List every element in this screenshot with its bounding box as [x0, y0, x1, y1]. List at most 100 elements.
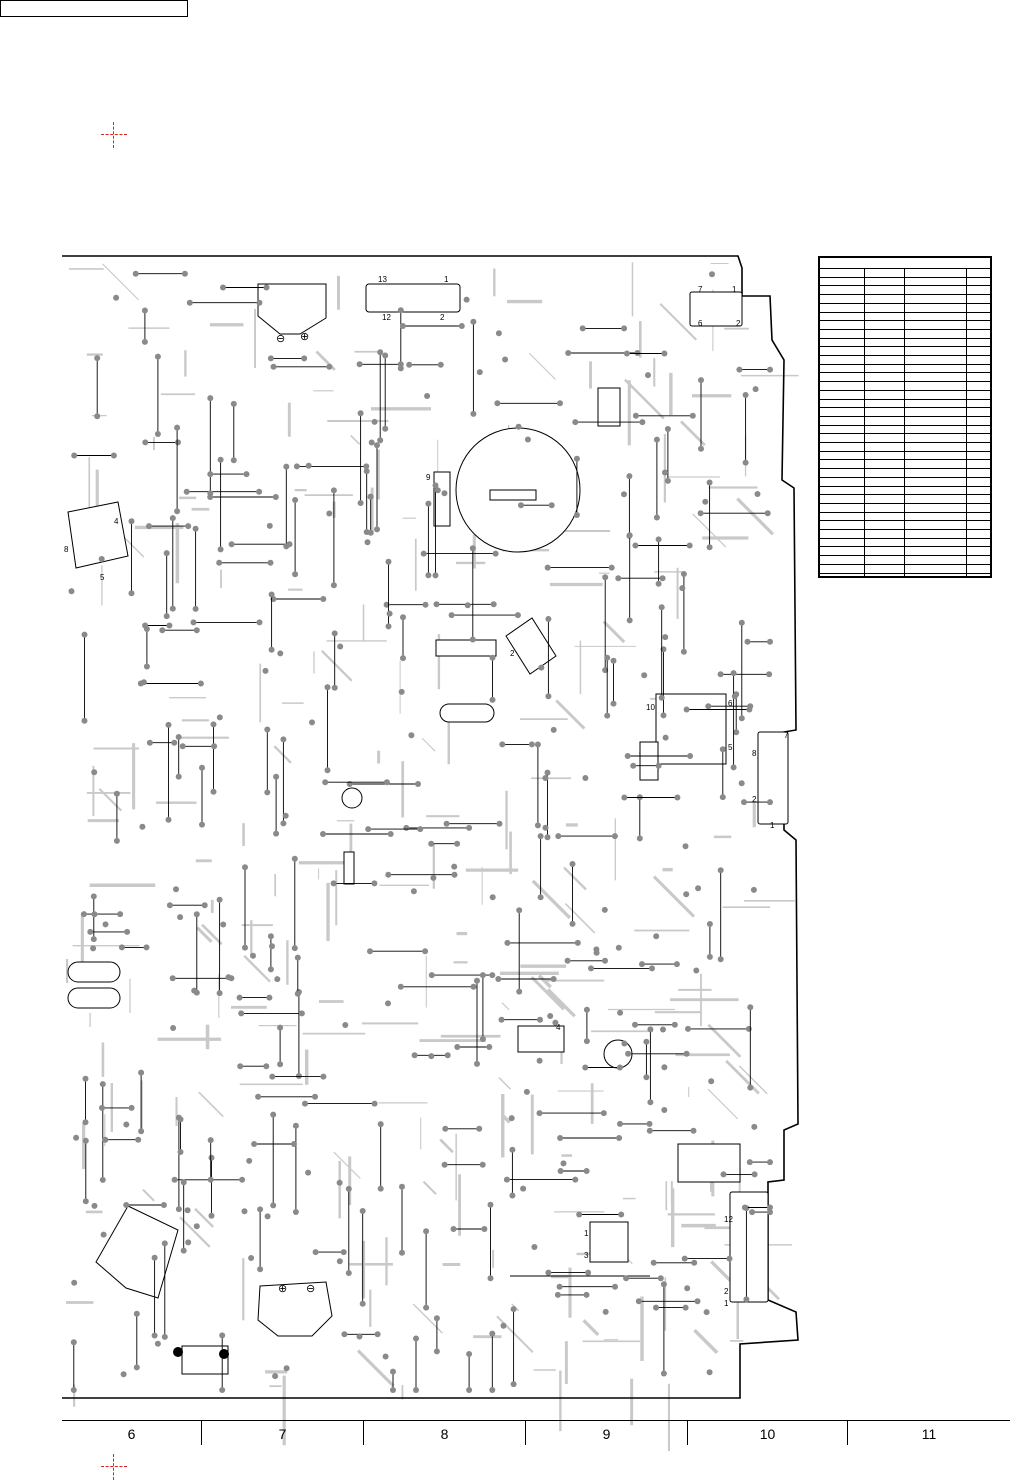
solder-pad [583, 1291, 590, 1298]
solder-pad [649, 965, 655, 972]
trace-segment [412, 1303, 443, 1334]
solder-pad [117, 911, 124, 918]
solder-pad [160, 1202, 167, 1208]
solder-pad [216, 896, 223, 903]
solder-pad [70, 1339, 77, 1346]
solder-pad [71, 452, 78, 459]
solder-pad [747, 1004, 754, 1011]
solder-pad [192, 605, 199, 612]
solder-pad [706, 544, 713, 551]
solder-pad [166, 902, 173, 909]
trace-segment [196, 926, 213, 944]
solder-pad [593, 946, 600, 953]
solder-pad [201, 902, 208, 909]
solder-pad [336, 1258, 343, 1265]
solder-pad [192, 525, 199, 532]
solder-pad [411, 1052, 418, 1059]
solder-pad [239, 1176, 246, 1183]
solder-pad [617, 1120, 623, 1127]
solder-pad [653, 1304, 659, 1311]
solder-pad [466, 1351, 473, 1357]
solder-pad [291, 855, 298, 862]
solder-pad [298, 1010, 305, 1017]
solder-pad [408, 732, 415, 739]
solder-pad [267, 933, 274, 940]
solder-pad [113, 790, 120, 797]
reference-table-row [820, 433, 990, 435]
solder-pad [207, 471, 214, 478]
cn-bottom-right-pin-2: 2 [724, 1287, 729, 1296]
solder-pad [400, 614, 406, 621]
solder-pad [283, 1365, 290, 1372]
cn-top-left-pin-13: 13 [378, 275, 387, 284]
solder-pad [385, 623, 392, 630]
solder-pad [413, 1387, 419, 1393]
solder-pad [490, 601, 497, 608]
solder-pad [397, 307, 404, 314]
solder-pad [437, 361, 444, 368]
solder-pad [537, 894, 544, 901]
solder-pad [479, 972, 486, 979]
trace-segment [439, 1138, 454, 1154]
solder-pad [177, 914, 184, 921]
part-pin-3: 3 [584, 1251, 589, 1260]
solder-pad [257, 1266, 264, 1273]
solder-pad [302, 1100, 308, 1107]
solder-pad [544, 769, 551, 776]
solder-pad [267, 355, 274, 362]
solder-pad [680, 648, 687, 655]
solder-pad [425, 572, 432, 579]
solder-pad [499, 741, 506, 748]
solder-pad [504, 939, 511, 946]
solder-pad [694, 1298, 701, 1305]
solder-pad [377, 1121, 384, 1128]
solder-pad [621, 325, 628, 332]
solder-pad [767, 638, 773, 645]
trace-segment [194, 1207, 215, 1228]
solder-pad [312, 1093, 318, 1100]
solder-pad [660, 1026, 666, 1033]
solder-pad [565, 350, 572, 356]
solder-pad [363, 463, 370, 470]
solder-pad [330, 487, 337, 494]
solder-pad [686, 542, 693, 549]
solder-pad [216, 990, 223, 997]
solder-pad [639, 419, 646, 426]
reference-table-row [820, 320, 990, 322]
solder-pad [251, 1141, 258, 1147]
solder-pad [186, 299, 193, 306]
solder-pad [100, 1231, 107, 1238]
solder-pad [767, 799, 773, 806]
solder-pad [601, 906, 608, 913]
trace-segment [659, 303, 698, 341]
solder-pad [564, 957, 571, 964]
grid-column-9: 9 [526, 1421, 688, 1445]
reference-table-row [820, 285, 990, 287]
solder-pad [545, 1269, 552, 1276]
solder-pad [572, 1176, 579, 1183]
trace-segment [602, 620, 626, 644]
solder-pad [645, 372, 651, 379]
solder-pad [661, 1107, 668, 1113]
solder-pad [660, 1370, 667, 1377]
solder-pad [632, 1021, 638, 1028]
solder-pad [752, 386, 759, 393]
solder-pad [524, 436, 531, 443]
solder-pad [242, 864, 248, 871]
solder-pad [555, 833, 562, 840]
solder-pad [487, 1275, 494, 1282]
solder-pad [371, 418, 378, 425]
solder-pad [169, 515, 176, 522]
solder-pad [363, 468, 370, 475]
solder-pad [207, 1176, 214, 1183]
solder-pad [751, 1171, 758, 1178]
solder-pad [185, 523, 192, 530]
solder-pad [641, 672, 648, 679]
solder-pad [647, 1099, 654, 1106]
solder-pad [454, 1044, 461, 1050]
solder-pad [180, 1179, 187, 1186]
solder-pad [731, 693, 738, 700]
solder-pad [479, 1036, 486, 1042]
reference-table-row [820, 276, 990, 278]
